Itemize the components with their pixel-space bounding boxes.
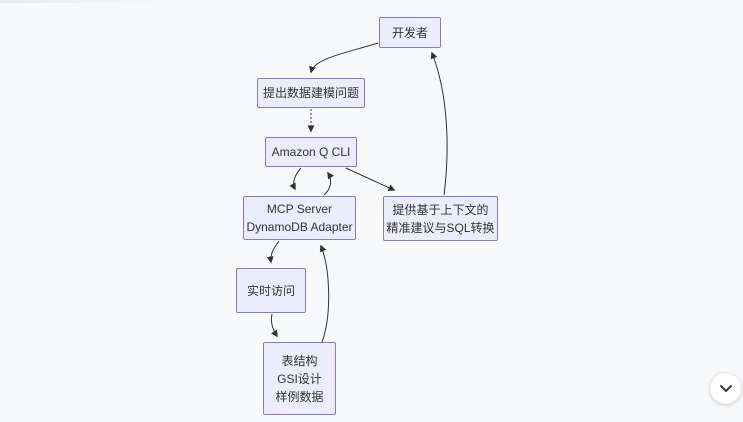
node-label-line: GSI设计 <box>277 371 322 386</box>
node-label: Amazon Q CLI <box>271 145 351 159</box>
node-mcp-server: MCP Server DynamoDB Adapter <box>243 196 356 240</box>
edge-advice-to-developer <box>430 51 448 196</box>
node-amazon-q-cli: Amazon Q CLI <box>265 137 357 167</box>
edge-mcp-to-qcli <box>323 171 334 196</box>
node-table-schema: 表结构 GSI设计 样例数据 <box>263 342 336 415</box>
node-label: 实时访问 <box>246 283 295 298</box>
node-realtime-access: 实时访问 <box>236 268 306 313</box>
edge-realtime-to-schema <box>270 313 278 338</box>
edge-schema-to-mcp <box>319 244 330 343</box>
edge-qcli-to-advice <box>345 167 396 191</box>
node-label: 开发者 <box>391 25 428 40</box>
edge-mcp-to-realtime <box>266 240 280 264</box>
node-question: 提出数据建模问题 <box>257 78 365 108</box>
scroll-down-button[interactable] <box>710 373 741 404</box>
chevron-down-icon <box>719 385 732 392</box>
node-label-line: 表结构 <box>281 353 318 368</box>
node-label-line: DynamoDB Adapter <box>246 220 353 234</box>
node-developer: 开发者 <box>379 17 441 48</box>
node-advice: 提供基于上下文的 精准建议与SQL转换 <box>383 196 498 241</box>
node-label-line: 样例数据 <box>275 389 324 404</box>
node-label: 提出数据建模问题 <box>262 86 359 100</box>
node-label-line: 精准建议与SQL转换 <box>386 220 495 235</box>
node-label-line: 提供基于上下文的 <box>392 202 489 217</box>
node-label-line: MCP Server <box>266 202 333 216</box>
edge-developer-to-question <box>309 42 379 74</box>
edge-qcli-to-mcp <box>289 167 302 191</box>
